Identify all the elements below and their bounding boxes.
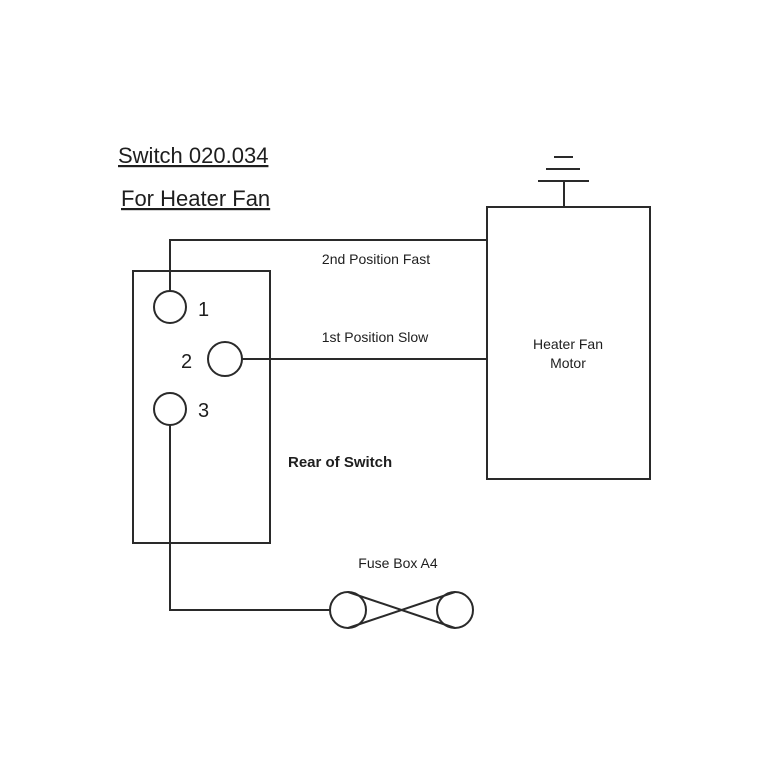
fuse-icon (329, 591, 474, 629)
heater-fan-motor (486, 206, 651, 480)
terminal-3 (153, 392, 187, 426)
terminal-1 (153, 290, 187, 324)
title-heater-fan: For Heater Fan (121, 186, 270, 211)
wire-label-slow: 1st Position Slow (322, 329, 429, 345)
wire-label-fast: 2nd Position Fast (322, 251, 430, 267)
title-switch: Switch 020.034 (118, 143, 268, 168)
fuse-box-label: Fuse Box A4 (358, 555, 438, 571)
wire-2nd-position-fast (169, 239, 487, 292)
ground-icon (538, 156, 589, 207)
motor-label-line2: Motor (550, 355, 586, 371)
terminal-2 (207, 341, 243, 377)
terminal-1-label: 1 (198, 299, 209, 321)
terminal-2-label: 2 (181, 351, 192, 373)
rear-of-switch-label: Rear of Switch (288, 454, 392, 471)
wire-to-fuse (169, 425, 330, 611)
motor-label-line1: Heater Fan (533, 336, 603, 352)
terminal-3-label: 3 (198, 400, 209, 422)
